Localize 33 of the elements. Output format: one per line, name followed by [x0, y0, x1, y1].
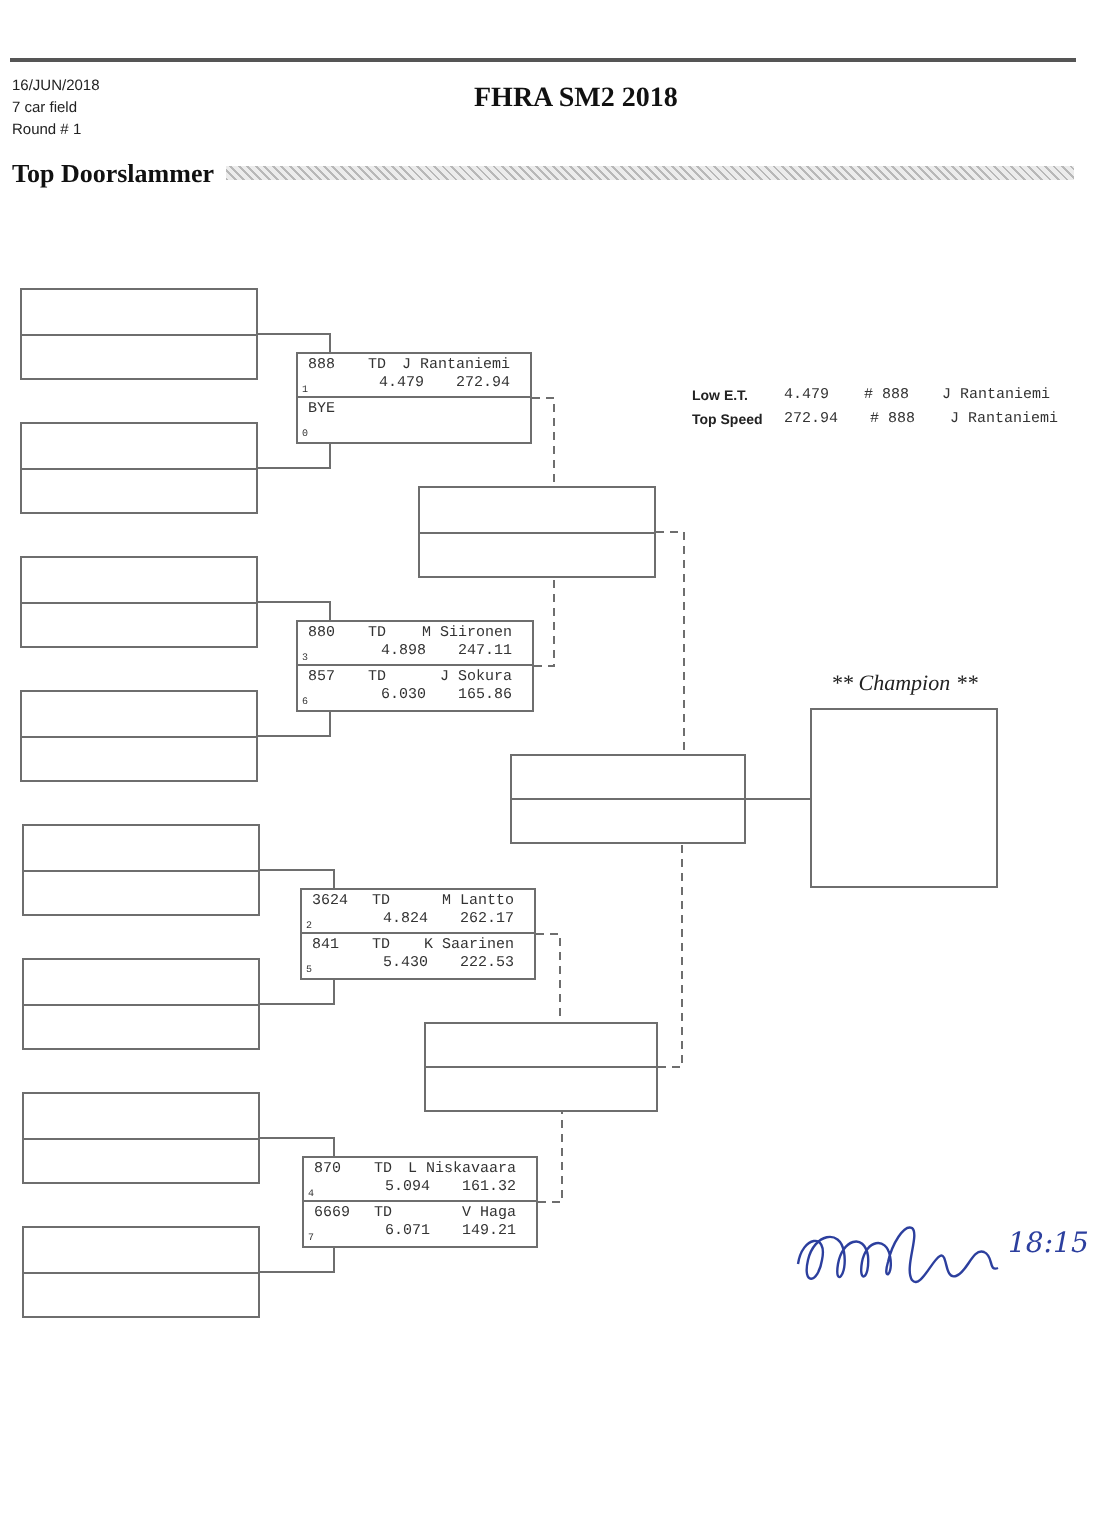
entry-box — [22, 824, 260, 916]
dashed-connector-line — [537, 1111, 563, 1203]
entry-box — [424, 1022, 658, 1112]
entry-box — [20, 288, 258, 380]
connector-line — [745, 798, 811, 800]
dashed-connector-line — [655, 531, 685, 755]
matchup-box — [300, 888, 536, 980]
connector-line — [259, 1245, 335, 1273]
dashed-connector-line — [531, 397, 555, 487]
connector-line — [257, 333, 331, 355]
entry-box — [20, 422, 258, 514]
connector-line — [259, 977, 335, 1005]
champion-heading: ** Champion ** — [831, 672, 978, 698]
connector-line — [259, 1137, 335, 1159]
entry-box — [418, 486, 656, 578]
page-title: FHRA SM2 2018 — [474, 84, 678, 116]
section-heading: Top Doorslammer — [12, 158, 214, 188]
dashed-connector-line — [657, 843, 683, 1068]
matchup-box — [296, 352, 532, 444]
connector-line — [257, 441, 331, 469]
matchup-box — [302, 1156, 538, 1248]
handwritten-time: 18:15 — [1008, 1228, 1089, 1260]
dashed-connector-line — [533, 577, 555, 667]
entry-box — [22, 1226, 260, 1318]
matchup-box — [296, 620, 534, 712]
connector-line — [259, 869, 335, 891]
entry-box — [20, 690, 258, 782]
entry-box — [510, 754, 746, 844]
entry-box — [22, 958, 260, 1050]
connector-line — [257, 709, 331, 737]
entry-box — [20, 556, 258, 648]
connector-line — [257, 601, 331, 623]
entry-box — [22, 1092, 260, 1184]
